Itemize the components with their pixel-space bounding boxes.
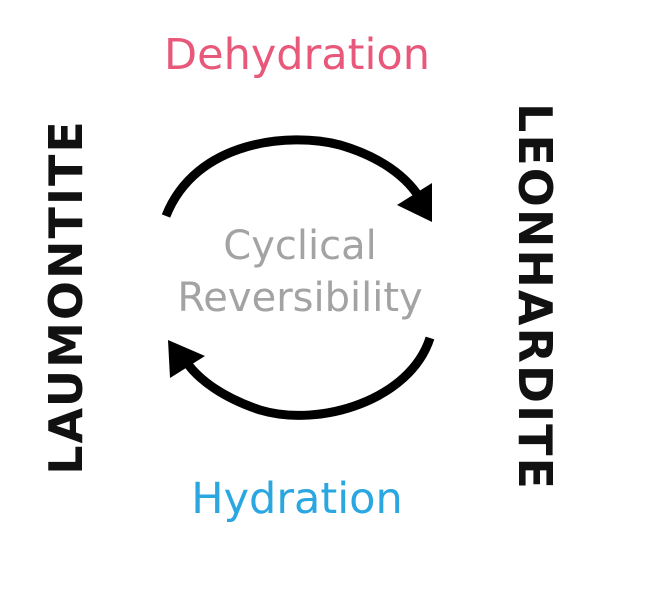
top-arrowhead-icon xyxy=(397,183,432,222)
hydration-label: Hydration xyxy=(191,474,403,524)
dehydration-label: Dehydration xyxy=(164,30,430,80)
cyclical-reversibility-label: Cyclical Reversibility xyxy=(177,220,422,324)
bottom-arrowhead-icon xyxy=(168,340,205,378)
center-line-2: Reversibility xyxy=(177,275,423,321)
center-line-1: Cyclical xyxy=(223,223,377,269)
bottom-cycle-arrow-arc xyxy=(181,336,435,420)
top-cycle-arrow-arc xyxy=(161,135,426,218)
